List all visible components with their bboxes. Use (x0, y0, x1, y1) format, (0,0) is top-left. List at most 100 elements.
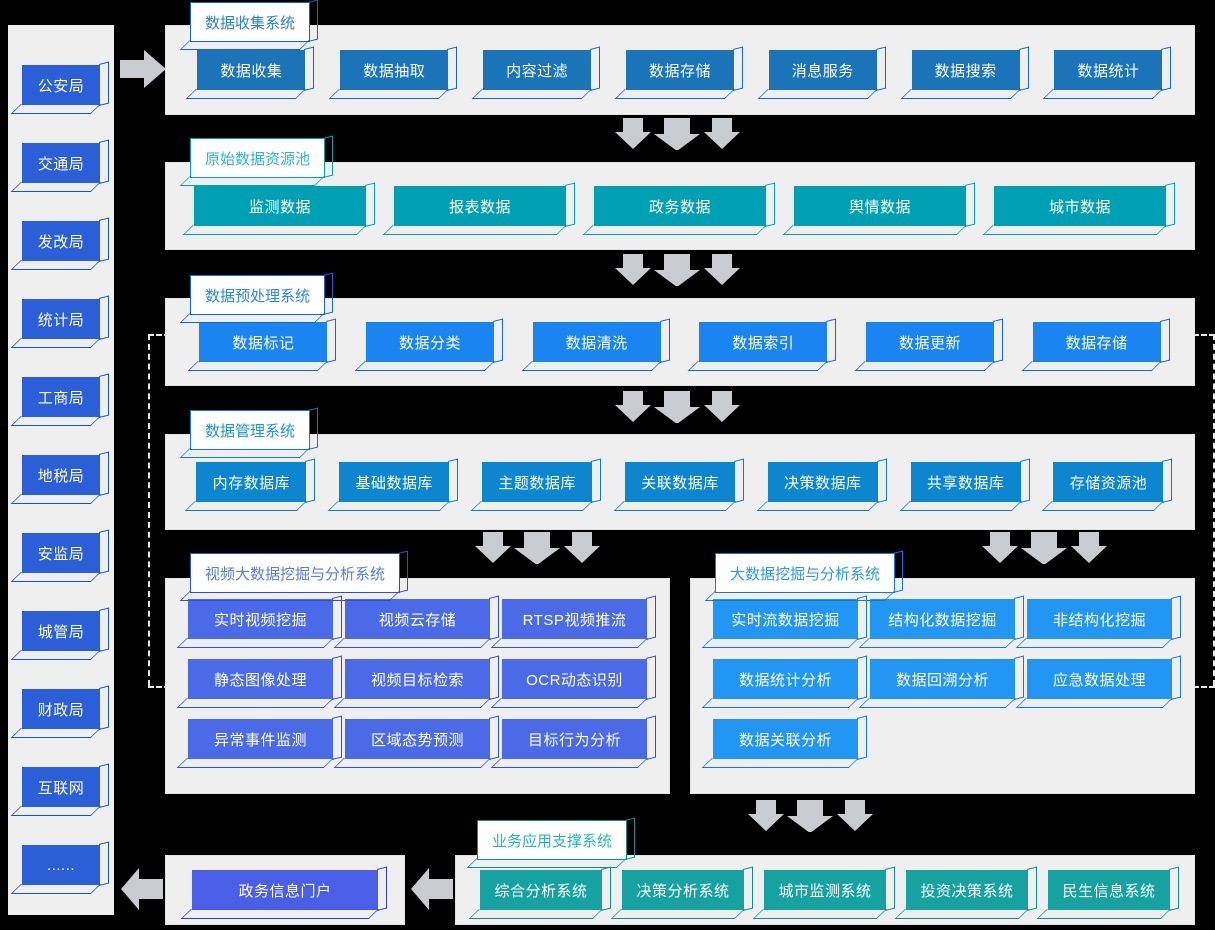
preprocess-block-5[interactable]: 数据存储 (1032, 322, 1161, 362)
data-collection-block-2[interactable]: 内容过滤 (483, 50, 592, 90)
block-label: 决策分析系统 (636, 882, 730, 900)
raw-data-pool-block-4[interactable]: 城市数据 (994, 186, 1166, 226)
data-management-block-0[interactable]: 内存数据库 (196, 462, 307, 502)
block-label: 城市数据 (1048, 198, 1111, 216)
block-label: 消息服务 (791, 62, 854, 80)
sidebar-item-label: 发改局 (37, 233, 85, 251)
data-management-block-4[interactable]: 决策数据库 (767, 462, 878, 502)
sidebar-item-label: ...... (46, 856, 75, 874)
bracket-right-bottom (1193, 686, 1215, 688)
business-support-block-3[interactable]: 投资决策系统 (906, 870, 1028, 910)
sidebar-item-3[interactable]: 统计局 (22, 299, 100, 339)
raw-data-pool-block-2[interactable]: 政务数据 (594, 186, 766, 226)
block-label: 数据清洗 (565, 334, 628, 352)
business-support-block-0[interactable]: 综合分析系统 (480, 870, 602, 910)
bigdata-mining-block-5[interactable]: 应急数据处理 (1027, 659, 1172, 699)
data-management-block-2[interactable]: 主题数据库 (482, 462, 593, 502)
data-collection-block-5[interactable]: 数据搜索 (911, 50, 1020, 90)
data-collection-block-3[interactable]: 数据存储 (625, 50, 734, 90)
sidebar-item-0[interactable]: 公安局 (22, 65, 100, 105)
block-label: 非结构化挖掘 (1052, 611, 1146, 629)
portal-block[interactable]: 政务信息门户 (192, 870, 378, 910)
sidebar-item-1[interactable]: 交通局 (22, 143, 100, 183)
business-support-block-1[interactable]: 决策分析系统 (622, 870, 744, 910)
block-label: 数据存储 (648, 62, 711, 80)
panel-bigdata-mining: 实时流数据挖掘结构化数据挖掘 非结构化挖掘数据统计分析 数据回溯分析 应急数据处理数据… (690, 578, 1195, 794)
data-management-block-3[interactable]: 关联数据库 (624, 462, 735, 502)
preprocess-block-3[interactable]: 数据索引 (699, 322, 828, 362)
block-label: 主题数据库 (498, 474, 576, 492)
bigdata-mining-block-3[interactable]: 数据统计分析 (713, 659, 858, 699)
sidebar-item-10[interactable]: ...... (22, 845, 100, 885)
department-sidebar: 公安局交通局发改局统计局工商局地税局安监局城管局财政局互联网...... (8, 25, 114, 915)
sidebar-item-4[interactable]: 工商局 (22, 377, 100, 417)
sidebar-item-7[interactable]: 城管局 (22, 611, 100, 651)
flow-arrows-2 (615, 254, 740, 291)
bigdata-mining-block-4[interactable]: 数据回溯分析 (870, 659, 1015, 699)
raw-data-pool-block-0[interactable]: 监测数据 (194, 186, 366, 226)
video-mining-block-2[interactable]: RTSP视频推流 (502, 599, 647, 639)
raw-data-pool-block-1[interactable]: 报表数据 (394, 186, 566, 226)
preprocess-block-4[interactable]: 数据更新 (865, 322, 994, 362)
video-mining-block-4[interactable]: 视频目标检索 (345, 659, 490, 699)
sidebar-item-9[interactable]: 互联网 (22, 767, 100, 807)
preprocess-block-1[interactable]: 数据分类 (365, 322, 494, 362)
flow-arrows-4-left (475, 532, 600, 569)
preprocess-block-2[interactable]: 数据清洗 (532, 322, 661, 362)
block-label: 实时视频挖掘 (213, 611, 307, 629)
data-management-block-5[interactable]: 共享数据库 (910, 462, 1021, 502)
bigdata-mining-block-0[interactable]: 实时流数据挖掘 (713, 599, 858, 639)
block-label: 视频目标检索 (370, 671, 464, 689)
video-mining-block-7[interactable]: 区域态势预测 (345, 719, 490, 759)
arrow-left-icon-2 (121, 868, 163, 910)
block-label: 报表数据 (448, 198, 511, 216)
block-label: 应急数据处理 (1052, 671, 1146, 689)
preprocess-block-0[interactable]: 数据标记 (199, 322, 328, 362)
block-label: 数据分类 (398, 334, 461, 352)
arrow-left-icon-1 (411, 868, 453, 910)
video-mining-block-0[interactable]: 实时视频挖掘 (188, 599, 333, 639)
block-label: 政务数据 (648, 198, 711, 216)
panel-preprocess: 数据标记 数据分类 数据清洗 数据索引 数据更新数据存储 (165, 298, 1195, 386)
block-label: 静态图像处理 (213, 671, 307, 689)
block-label: 监测数据 (248, 198, 311, 216)
video-mining-block-5[interactable]: OCR动态识别 (502, 659, 647, 699)
block-label: 目标行为分析 (527, 731, 621, 749)
bigdata-mining-block-6[interactable]: 数据关联分析 (713, 719, 858, 759)
sidebar-item-5[interactable]: 地税局 (22, 455, 100, 495)
block-label: 数据索引 (732, 334, 795, 352)
block-label: 舆情数据 (848, 198, 911, 216)
video-mining-block-3[interactable]: 静态图像处理 (188, 659, 333, 699)
block-label: 存储资源池 (1069, 474, 1148, 492)
section-title-video-mining: 视频大数据挖掘与分析系统 (190, 553, 401, 593)
data-collection-block-1[interactable]: 数据抽取 (340, 50, 449, 90)
arrow-right-icon (120, 50, 166, 88)
flow-arrows-5 (748, 800, 873, 837)
video-mining-block-8[interactable]: 目标行为分析 (502, 719, 647, 759)
data-collection-block-6[interactable]: 数据统计 (1054, 50, 1163, 90)
data-collection-block-0[interactable]: 数据收集 (197, 50, 306, 90)
block-label: 区域态势预测 (370, 731, 464, 749)
sidebar-item-label: 安监局 (37, 545, 85, 563)
sidebar-item-2[interactable]: 发改局 (22, 221, 100, 261)
data-management-block-1[interactable]: 基础数据库 (339, 462, 450, 502)
business-support-block-4[interactable]: 民生信息系统 (1048, 870, 1170, 910)
video-mining-block-1[interactable]: 视频云存储 (345, 599, 490, 639)
business-support-block-2[interactable]: 城市监测系统 (764, 870, 886, 910)
data-collection-block-4[interactable]: 消息服务 (768, 50, 877, 90)
flow-arrows-4-right (982, 532, 1107, 569)
sidebar-item-label: 城管局 (37, 623, 85, 641)
panel-data-collection: 数据收集数据抽取内容过滤 数据存储 消息服务 数据搜索 数据统计 (165, 25, 1195, 115)
video-mining-block-6[interactable]: 异常事件监测 (188, 719, 333, 759)
bigdata-mining-block-1[interactable]: 结构化数据挖掘 (870, 599, 1015, 639)
bracket-right-top (1193, 334, 1215, 336)
block-label: 数据统计分析 (738, 671, 832, 689)
sidebar-item-label: 工商局 (37, 389, 85, 407)
block-label: 数据搜索 (934, 62, 997, 80)
sidebar-item-6[interactable]: 安监局 (22, 533, 100, 573)
bigdata-mining-block-2[interactable]: 非结构化挖掘 (1027, 599, 1172, 639)
panel-data-management: 内存数据库基础数据库 主题数据库 关联数据库决策数据库共享数据库 存储资源池 (165, 434, 1195, 530)
raw-data-pool-block-3[interactable]: 舆情数据 (794, 186, 966, 226)
data-management-block-6[interactable]: 存储资源池 (1053, 462, 1164, 502)
sidebar-item-8[interactable]: 财政局 (22, 689, 100, 729)
